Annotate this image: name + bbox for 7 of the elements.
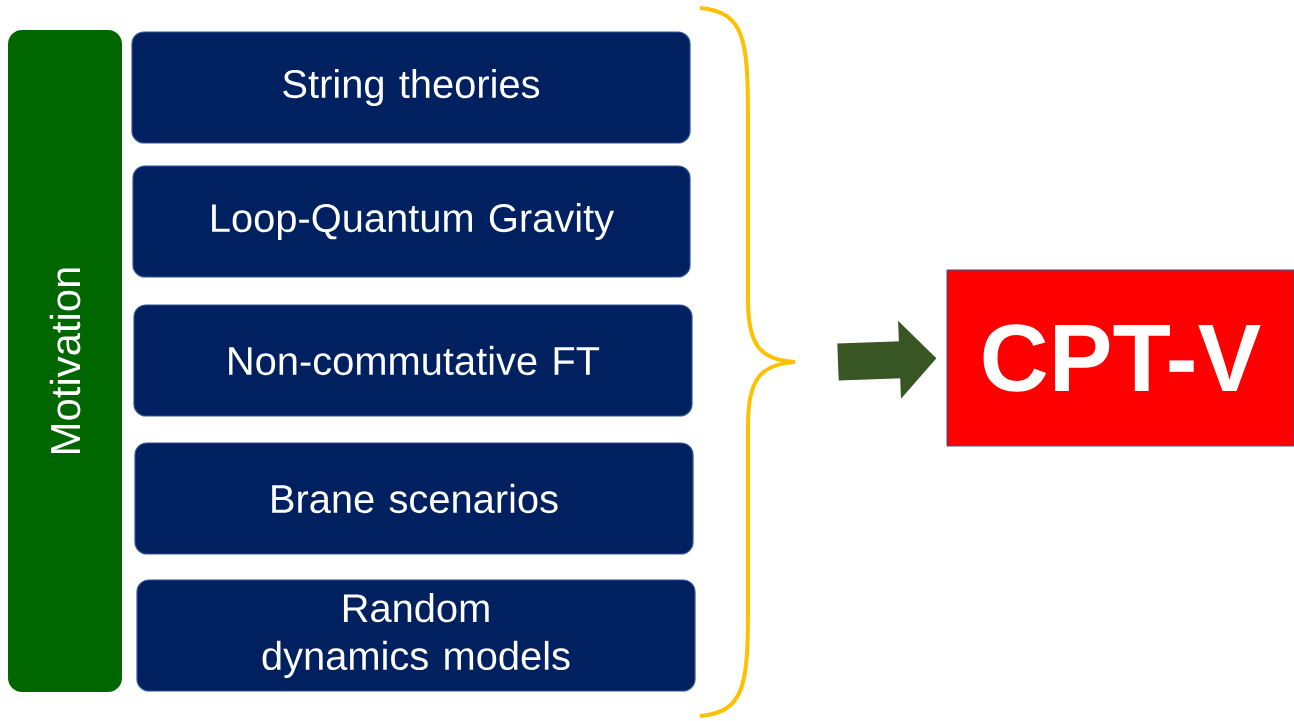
topic-box: Brane scenarios — [134, 442, 694, 555]
topic-box: Random dynamics models — [136, 579, 696, 692]
topic-box: Non-commutative FT — [133, 304, 693, 417]
topic-box: String theories — [131, 31, 691, 144]
vertical-label-bar: Motivation — [8, 30, 122, 692]
result-box: CPT-V — [946, 269, 1294, 447]
topic-box: Loop-Quantum Gravity — [132, 165, 691, 278]
